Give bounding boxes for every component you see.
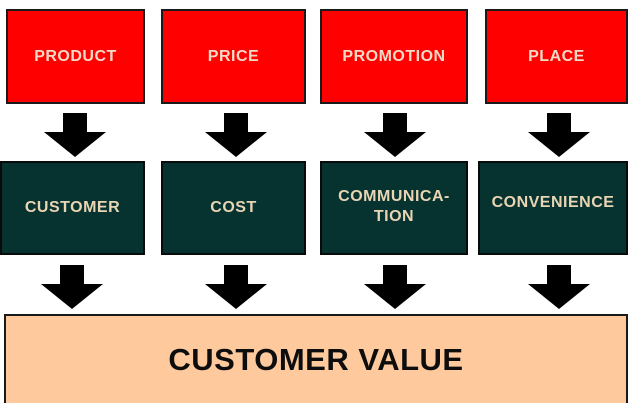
box-communication-label: COMMUNICA- TION <box>338 188 450 225</box>
box-customer-label: CUSTOMER <box>24 199 121 216</box>
box-convenience-label: CONVENIENCE <box>491 194 615 211</box>
box-customer-value: CUSTOMER VALUE <box>4 314 628 403</box>
box-price: PRICE <box>161 9 306 104</box>
box-convenience: CONVENIENCE <box>478 161 628 255</box>
arrow-down-icon <box>44 113 106 157</box>
box-product-label: PRODUCT <box>34 47 117 65</box>
arrow-down-icon <box>205 113 267 157</box>
box-product: PRODUCT <box>6 9 145 104</box>
box-customer: CUSTOMER <box>0 161 145 255</box>
box-customer-value-label: CUSTOMER VALUE <box>168 341 464 377</box>
box-cost: COST <box>161 161 306 255</box>
box-price-label: PRICE <box>207 47 260 65</box>
box-promotion-label: PROMOTION <box>342 47 446 65</box>
box-place-label: PLACE <box>528 47 585 65</box>
arrow-down-icon <box>364 113 426 157</box>
box-communication: COMMUNICA- TION <box>320 161 468 255</box>
arrow-down-icon <box>364 265 426 309</box>
box-cost-label: COST <box>210 199 257 216</box>
arrow-down-icon <box>205 265 267 309</box>
arrow-down-icon <box>528 113 590 157</box>
box-place: PLACE <box>485 9 628 104</box>
arrow-down-icon <box>41 265 103 309</box>
arrow-down-icon <box>528 265 590 309</box>
box-promotion: PROMOTION <box>320 9 468 104</box>
